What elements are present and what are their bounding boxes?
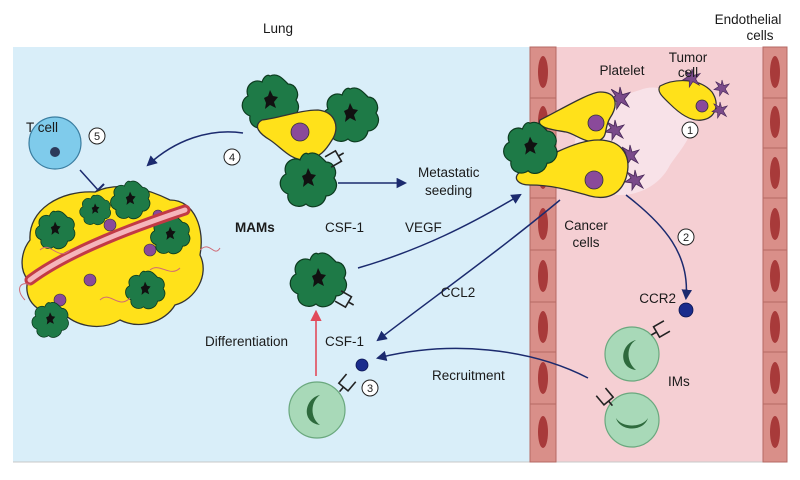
label-ims: IMs xyxy=(668,374,690,389)
label-csf1-upper: CSF-1 xyxy=(325,220,364,235)
svg-text:4: 4 xyxy=(229,152,235,164)
tumor-cell xyxy=(658,80,717,121)
label-endothelial-2: cells xyxy=(746,28,773,43)
arrow-to-tumor-mass xyxy=(146,131,244,167)
svg-text:1: 1 xyxy=(687,125,693,137)
arrow-ccl2 xyxy=(376,199,561,342)
cancer-cell-upper xyxy=(538,91,616,143)
endothelial-wall-left xyxy=(529,46,557,463)
step-badge-4: 4 xyxy=(223,148,241,166)
svg-text:5: 5 xyxy=(94,131,100,143)
ims-lower xyxy=(595,387,660,448)
label-cancer-2: cells xyxy=(572,235,599,250)
step-badge-3: 3 xyxy=(361,379,379,397)
monocyte-in-lung xyxy=(288,358,369,439)
label-platelet: Platelet xyxy=(599,63,644,78)
svg-text:3: 3 xyxy=(367,383,373,395)
mams-cluster xyxy=(241,74,380,208)
label-lung: Lung xyxy=(263,21,293,36)
arrow-vegf xyxy=(357,193,522,269)
label-mams: MAMs xyxy=(235,220,275,235)
label-vegf: VEGF xyxy=(405,220,442,235)
svg-text:2: 2 xyxy=(683,232,689,244)
label-csf1-lower: CSF-1 xyxy=(325,334,364,349)
label-ccr2: CCR2 xyxy=(639,291,676,306)
step-badge-2: 2 xyxy=(677,228,695,246)
label-t-cell: T cell xyxy=(26,120,58,135)
label-ccl2: CCL2 xyxy=(441,285,476,300)
metastatic-tumor-mass xyxy=(19,180,221,338)
step-badge-1: 1 xyxy=(681,121,699,139)
label-metastatic-2: seeding xyxy=(425,183,472,198)
endothelial-wall-right xyxy=(762,46,788,463)
step-badge-5: 5 xyxy=(88,127,106,145)
csf1-ligand-lower xyxy=(355,358,369,372)
label-tumor-1: Tumor xyxy=(669,50,708,65)
label-metastatic-1: Metastatic xyxy=(418,165,480,180)
label-recruitment: Recruitment xyxy=(432,368,505,383)
ims-upper xyxy=(604,302,694,382)
label-tumor-2: cell xyxy=(678,65,698,80)
arrow-to-ccr2 xyxy=(625,194,693,301)
label-differentiation: Differentiation xyxy=(205,334,288,349)
arrow-recruitment xyxy=(375,347,589,379)
label-endothelial-1: Endothelial xyxy=(715,12,782,27)
label-cancer-1: Cancer xyxy=(564,218,608,233)
cancer-cell-lower xyxy=(515,139,629,199)
